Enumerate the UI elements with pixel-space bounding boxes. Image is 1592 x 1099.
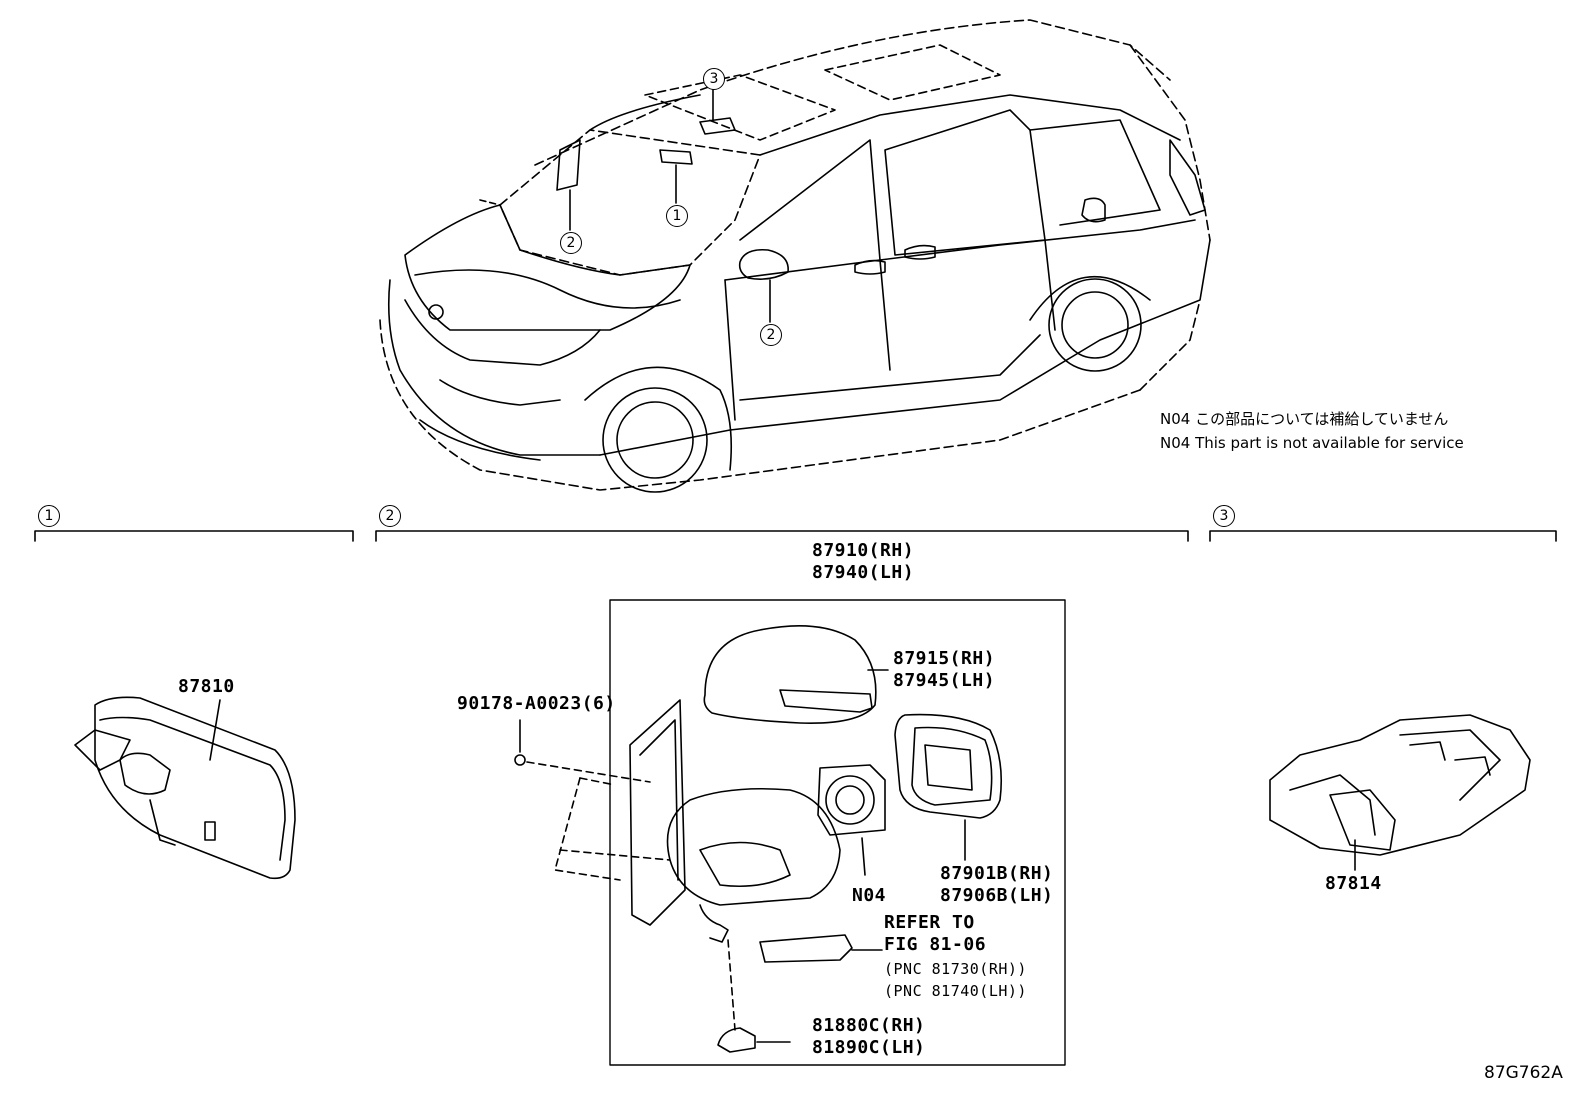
part-81890c: 81890C(LH) xyxy=(812,1037,926,1058)
part-87945: 87945(LH) xyxy=(893,670,996,691)
inner-mirror-illustration xyxy=(74,696,296,880)
part-87901b: 87901B(RH) xyxy=(940,863,1054,884)
note-japanese: N04 この部品については補給していません xyxy=(1160,410,1449,428)
figure-code: 87G762A xyxy=(1484,1063,1563,1083)
part-90178: 90178-A0023(6) xyxy=(457,693,616,714)
callout-1-top: 1 xyxy=(666,205,688,227)
part-n04: N04 xyxy=(852,885,887,906)
callout-2-mirror: 2 xyxy=(760,324,782,346)
part-87915: 87915(RH) xyxy=(893,648,996,669)
callout-2-windshield: 2 xyxy=(560,232,582,254)
part-87814: 87814 xyxy=(1325,873,1382,894)
section-marker-1: 1 xyxy=(38,505,60,527)
pnc-81730: (PNC 81730(RH)) xyxy=(884,960,1027,978)
part-87910: 87910(RH) xyxy=(812,540,915,561)
pnc-81740: (PNC 81740(LH)) xyxy=(884,982,1027,1000)
refer-fig-label: FIG 81-06 xyxy=(884,934,987,955)
note-english: N04 This part is not available for servi… xyxy=(1160,434,1464,452)
section-dividers xyxy=(34,530,1557,542)
part-87940: 87940(LH) xyxy=(812,562,915,583)
outer-mirror-illustration xyxy=(514,599,1066,1066)
section-marker-3: 3 xyxy=(1213,505,1235,527)
part-87906b: 87906B(LH) xyxy=(940,885,1054,906)
refer-to-label: REFER TO xyxy=(884,912,975,933)
vehicle-illustration xyxy=(379,19,1211,493)
callout-3-top: 3 xyxy=(703,68,725,90)
part-81880c: 81880C(RH) xyxy=(812,1015,926,1036)
part-87810: 87810 xyxy=(178,676,235,697)
section-marker-2: 2 xyxy=(379,505,401,527)
overhead-console-illustration xyxy=(1269,714,1531,871)
